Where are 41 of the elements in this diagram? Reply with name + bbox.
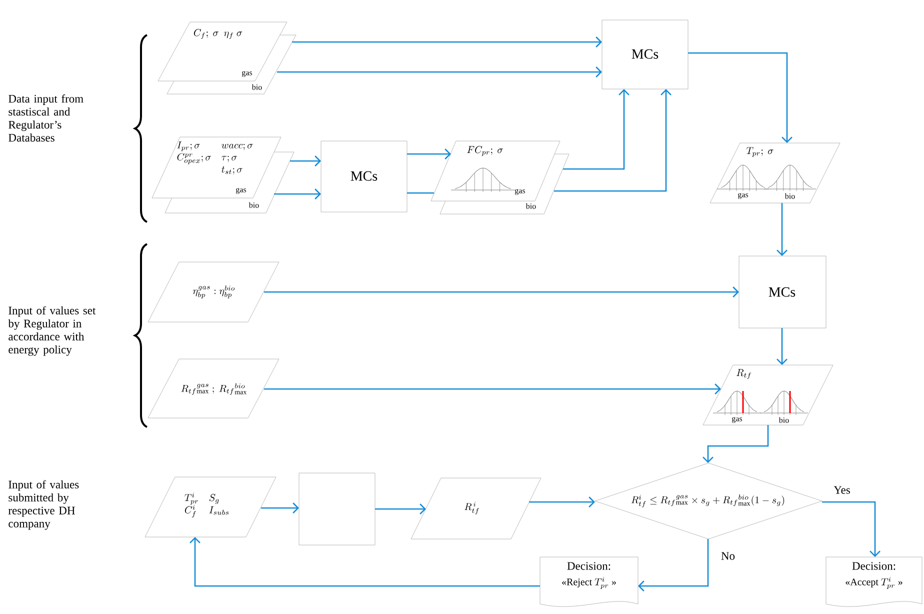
section-label: Data input from stastiscal and Regulator’s Databases bbox=[8, 94, 84, 142]
arrow bbox=[554, 89, 672, 192]
node-label: bio bbox=[252, 84, 262, 90]
arrow bbox=[277, 66, 602, 78]
stacked-input-parallelogram: $C_{f};\ \sigma\ \ \eta_{f}\ \sigma$ gas bio bbox=[158, 22, 296, 94]
arrow bbox=[776, 203, 788, 256]
connector-line bbox=[407, 192, 434, 194]
arrow bbox=[776, 328, 788, 365]
arrow bbox=[375, 504, 426, 514]
arrow bbox=[563, 89, 630, 170]
input-parallelogram: $\eta^{gas}_{bp} : \eta^{bio}_{bp}$ bbox=[148, 262, 280, 322]
arrow bbox=[274, 188, 321, 200]
arrow bbox=[529, 496, 595, 508]
process-box: MCs bbox=[320, 140, 408, 212]
stacked-input-parallelogram: $FC_{pr};\ \sigma$ gas bio bbox=[430, 140, 570, 214]
input-parallelogram: $T_{pr};\ \sigma$ gas bio bbox=[710, 142, 840, 204]
arrow bbox=[292, 36, 602, 48]
edge-label: No bbox=[720, 551, 736, 561]
section-label: Input of values submitted by respective DH company bbox=[8, 480, 79, 530]
section-label: Input of values set by Regulator in accordance with energy policy bbox=[8, 306, 96, 356]
arrow bbox=[702, 425, 769, 463]
arrow bbox=[407, 148, 451, 160]
input-parallelogram: $R^{\,i}_{tf}$ bbox=[410, 478, 542, 540]
arrow bbox=[290, 156, 321, 166]
process-box: MCs bbox=[602, 20, 688, 90]
arrow bbox=[638, 539, 709, 592]
edge-label: Yes bbox=[832, 485, 852, 495]
node-label: bio bbox=[248, 202, 259, 208]
arrow bbox=[822, 501, 880, 557]
arrow bbox=[190, 537, 540, 587]
arrow bbox=[264, 384, 721, 394]
process-box bbox=[298, 472, 376, 546]
arrow bbox=[688, 52, 792, 143]
node-label: $FC_{pr};\ \sigma$ bbox=[467, 146, 503, 156]
input-parallelogram: $R_{tf}{}^{gas}_{\max}\ ;\ R_{tf}{}^{bio}_{\max}$ bbox=[148, 358, 280, 418]
input-parallelogram: $\begin{array}{ll} T^{i}_{pr} & S_{g} \\ C^{i}_{f} & I_{subs} \end{array}$ bbox=[144, 476, 276, 538]
input-parallelogram: $R_{tf}$ gas bio bbox=[702, 364, 834, 426]
stacked-input-parallelogram: $\begin{array}{ll} I_{pr};\sigma & wacc;\sigma \\ C^{pr}_{opex};\sigma & \tau;\sigma \\ & t_{st};\sigma \end{array}$ gas bio bbox=[152, 136, 294, 214]
arrow bbox=[264, 286, 739, 298]
arrow bbox=[261, 502, 299, 514]
process-box: MCs bbox=[738, 256, 826, 328]
